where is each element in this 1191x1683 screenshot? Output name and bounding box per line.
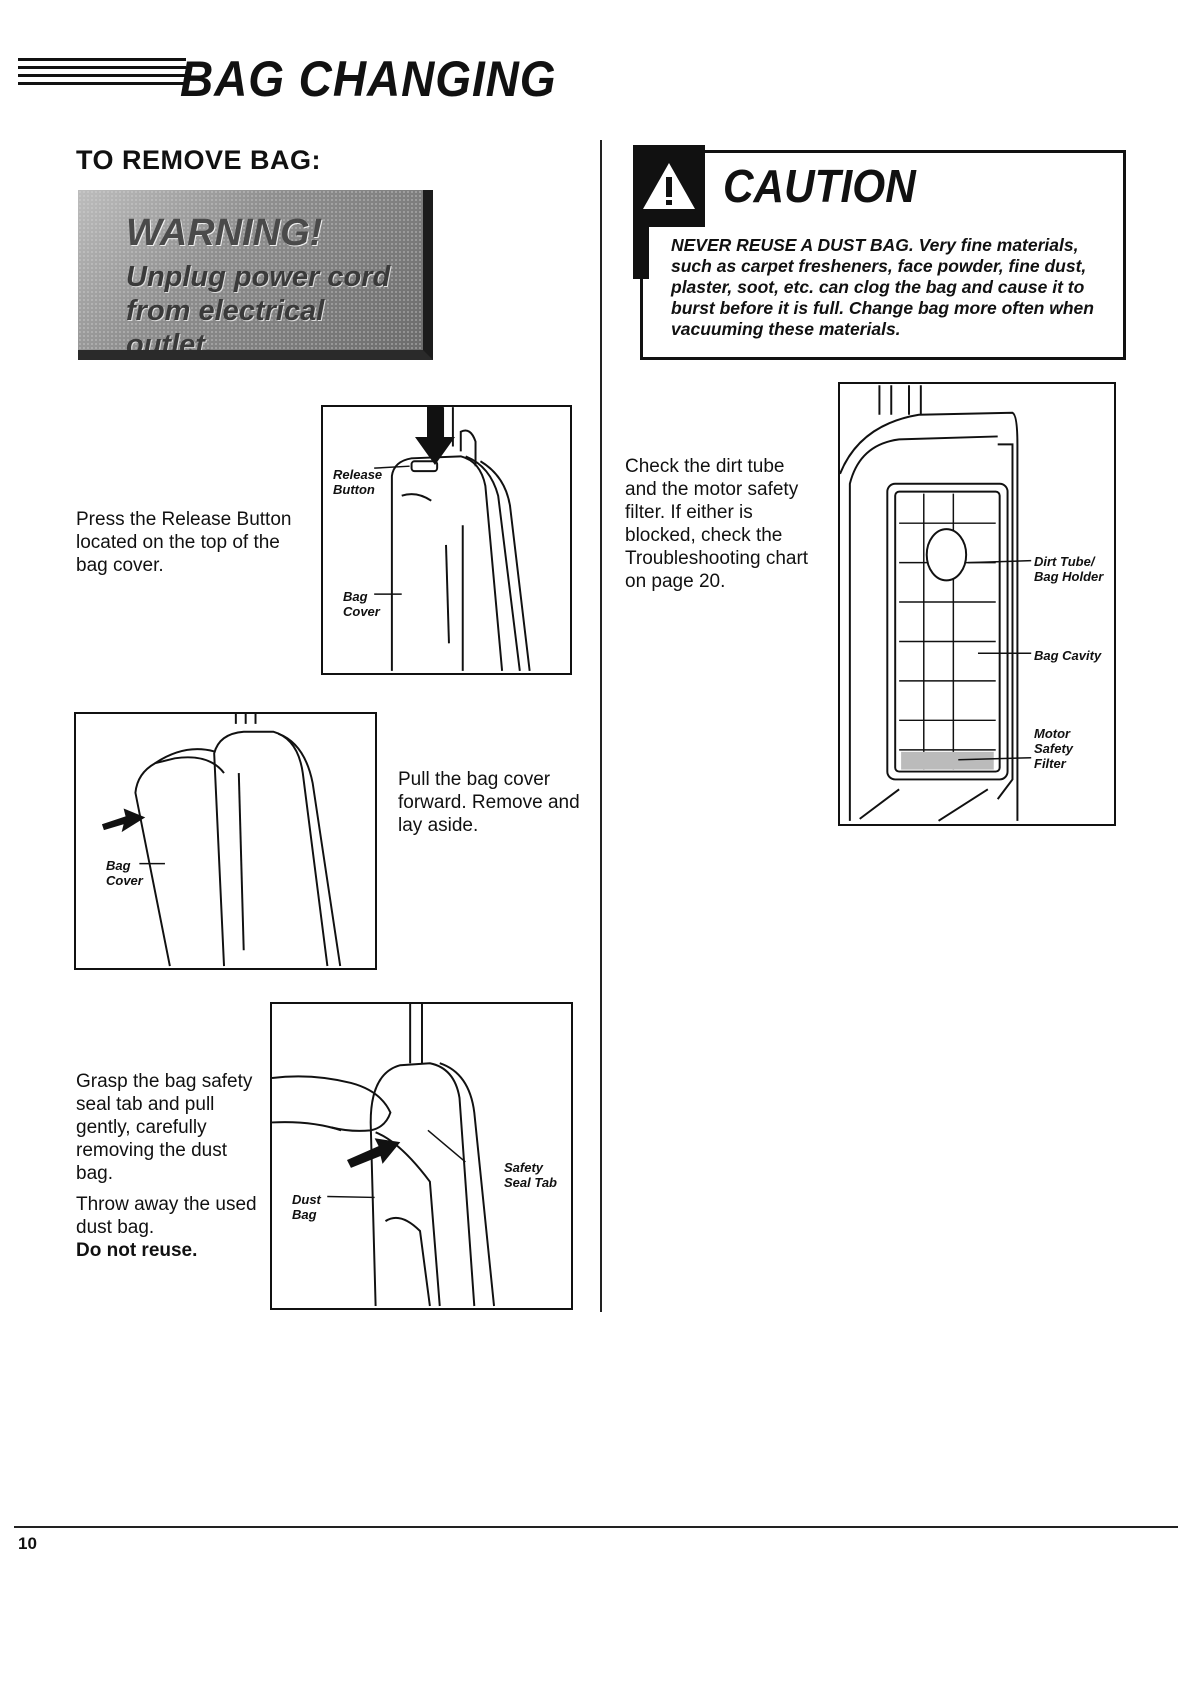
figure-bag-cavity: Dirt Tube/ Bag Holder Bag Cavity Motor S… <box>838 382 1116 826</box>
footer-rule <box>14 1526 1178 1528</box>
do-not-reuse-text: Do not reuse. <box>76 1240 198 1261</box>
bag-cavity-illustration <box>840 385 1032 822</box>
warning-text: Unplug power cord from electrical outlet… <box>126 261 391 360</box>
figure-remove-dust-bag: Dust Bag Safety Seal Tab <box>270 1002 573 1310</box>
page-title: BAG CHANGING <box>180 51 557 107</box>
warning-title: WARNING! <box>126 212 323 254</box>
remove-dust-bag-illustration <box>272 1004 496 1307</box>
caution-icon-block <box>633 145 705 227</box>
caution-side-bar <box>633 219 649 279</box>
page-number: 10 <box>18 1534 37 1553</box>
caution-title: CAUTION <box>723 160 916 212</box>
step-check-paragraph: Check the dirt tube and the motor safety… <box>625 456 809 592</box>
figure-pull-bag-cover: Bag Cover <box>74 712 377 970</box>
step-release-paragraph: Press the Release Button located on the … <box>76 509 292 576</box>
bag-cover-label-1: Bag Cover <box>343 589 380 619</box>
caution-box: CAUTION NEVER REUSE A DUST BAG. Very fin… <box>633 145 1126 360</box>
step-check-text: Check the dirt tube and the motor safety… <box>625 455 820 601</box>
warning-triangle-icon <box>643 163 695 209</box>
release-button-illustration <box>374 407 531 672</box>
section-subtitle: TO REMOVE BAG: <box>76 145 322 175</box>
dirt-tube-bag-holder-label: Dirt Tube/ Bag Holder <box>1034 554 1104 584</box>
step-release-text: Press the Release Button located on the … <box>76 508 306 585</box>
release-button-label: Release Button <box>333 467 383 497</box>
dust-bag-label: Dust Bag <box>292 1192 321 1222</box>
title-rule-lines <box>18 58 186 98</box>
step-grasp-text: Grasp the bag safety seal tab and pull g… <box>76 1070 266 1270</box>
step-pull-text: Pull the bag cover forward. Remove and l… <box>398 768 588 845</box>
warning-box: WARNING! Unplug power cord from electric… <box>78 190 433 360</box>
bag-cavity-label: Bag Cavity <box>1034 648 1102 663</box>
bag-cover-label-2: Bag Cover <box>106 858 143 888</box>
safety-seal-tab-label: Safety Seal Tab <box>504 1160 557 1190</box>
pull-bag-cover-illustration <box>101 714 342 967</box>
step-pull-paragraph: Pull the bag cover forward. Remove and l… <box>398 769 580 836</box>
step-throw-paragraph: Throw away the used dust bag. <box>76 1194 257 1238</box>
figure-release-button: Release Button Bag Cover <box>321 405 572 675</box>
caution-text: NEVER REUSE A DUST BAG. Very fine materi… <box>671 235 1094 339</box>
motor-safety-filter-label: Motor Safety Filter <box>1034 726 1074 771</box>
down-arrow-icon <box>415 407 455 465</box>
step-grasp-paragraph: Grasp the bag safety seal tab and pull g… <box>76 1071 253 1184</box>
column-divider <box>600 140 602 1312</box>
